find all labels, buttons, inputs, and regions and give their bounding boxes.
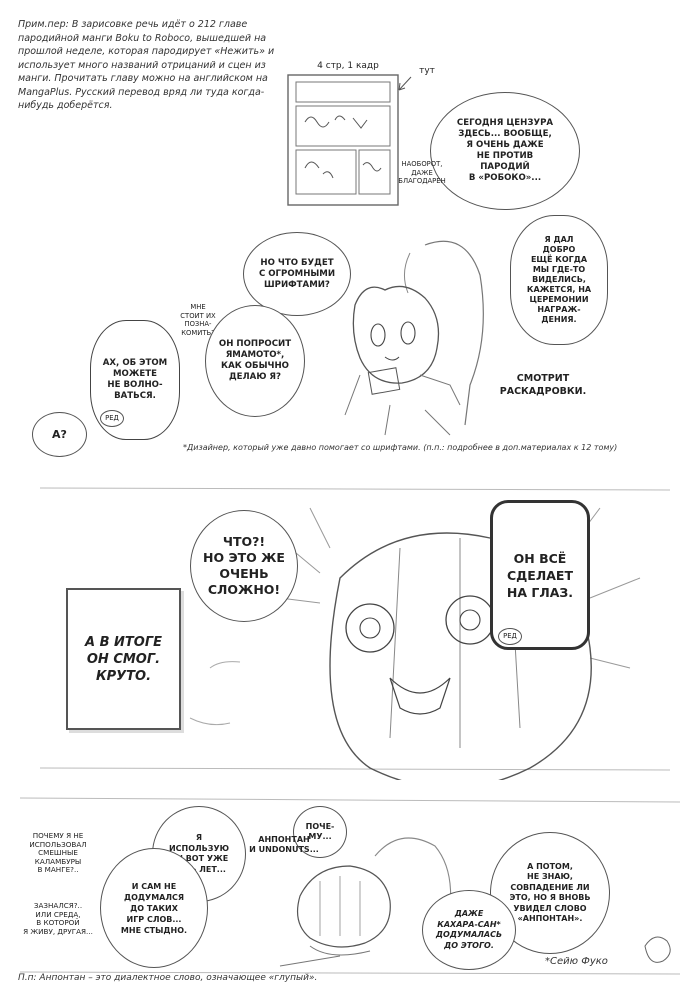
page-label: 4 стр, 1 кадр (317, 61, 379, 71)
speech-bubble-gave-ok: Я ДАЛ ДОБРО ЕЩЁ КОГДА МЫ ГДЕ-ТО ВИДЕЛИСЬ… (510, 215, 608, 345)
aside-cocky: ЗАЗНАЛСЯ?.. ИЛИ СРЕДА, В КОТОРОЙ Я ЖИВУ,… (23, 901, 93, 936)
speech-bubble-he-will: ОН ВСЁ СДЕЛАЕТ НА ГЛАЗ. (490, 500, 590, 650)
translator-note: Прим.пер: В зарисовке речь идёт о 212 гл… (18, 19, 275, 111)
caption-box-result: А В ИТОГЕ ОН СМОГ. КРУТО. (66, 588, 181, 730)
editor-tag: РЕД (100, 410, 124, 427)
speech-bubble-why: ПОЧЕ- МУ... (293, 806, 347, 858)
signature-seiyuu: *Сейю Фуко (545, 956, 608, 967)
speech-bubble-censor: СЕГОДНЯ ЦЕНЗУРА ЗДЕСЬ... ВООБЩЕ, Я ОЧЕНЬ… (430, 92, 580, 210)
character-sketch (344, 240, 484, 436)
here-label: тут (419, 66, 435, 76)
speech-bubble-fonts: НО ЧТО БУДЕТ С ОГРОМНЫМИ ШРИФТАМИ? (243, 232, 351, 316)
caption-looks-storyboards: СМОТРИТ РАСКАДРОВКИ. (499, 373, 587, 397)
bottom-note: П.п: Анпонтан – это диалектное слово, оз… (18, 973, 318, 983)
aside-meet: МНЕ СТОИТ ИХ ПОЗНА- КОМИТЬ? (180, 303, 216, 337)
panel-storyboard-page (283, 70, 403, 210)
aside-grateful: НАОБОРОТ, ДАЖЕ БЛАГОДАРЕН (398, 160, 446, 185)
arrow-icon (398, 76, 412, 91)
speech-bubble-coincidence: А ПОТОМ, НЕ ЗНАЮ, СОВПАДЕНИЕ ЛИ ЭТО, НО … (490, 832, 610, 954)
speech-bubble-not-thought: И САМ НЕ ДОДУМАЛСЯ ДО ТАКИХ ИГР СЛОВ... … (100, 848, 208, 968)
speech-bubble-kahara: ДАЖЕ КАХАРА-САН* ДОДУМАЛАСЬ ДО ЭТОГО. (422, 890, 516, 970)
aside-puns: ПОЧЕМУ Я НЕ ИСПОЛЬЗОВАЛ СМЕШНЫЕ КАЛАМБУР… (29, 831, 87, 874)
speech-bubble-hard: ЧТО?! НО ЭТО ЖЕ ОЧЕНЬ СЛОЖНО! (190, 510, 298, 622)
storyboard-page-sketch (287, 74, 399, 206)
aside-anpontan: АНПОНТАН И UNDONUTS... (249, 835, 319, 854)
speech-bubble-yamamoto: ОН ПОПРОСИТ ЯМАМОТО*, КАК ОБЫЧНО ДЕЛАЮ Я… (205, 305, 305, 417)
speech-bubble-a: А? (32, 412, 87, 457)
footnote-designer: *Дизайнер, который уже давно помогает со… (183, 443, 618, 452)
editor-tag-panel3: РЕД (498, 628, 522, 645)
panel-4-sketch (20, 797, 680, 975)
